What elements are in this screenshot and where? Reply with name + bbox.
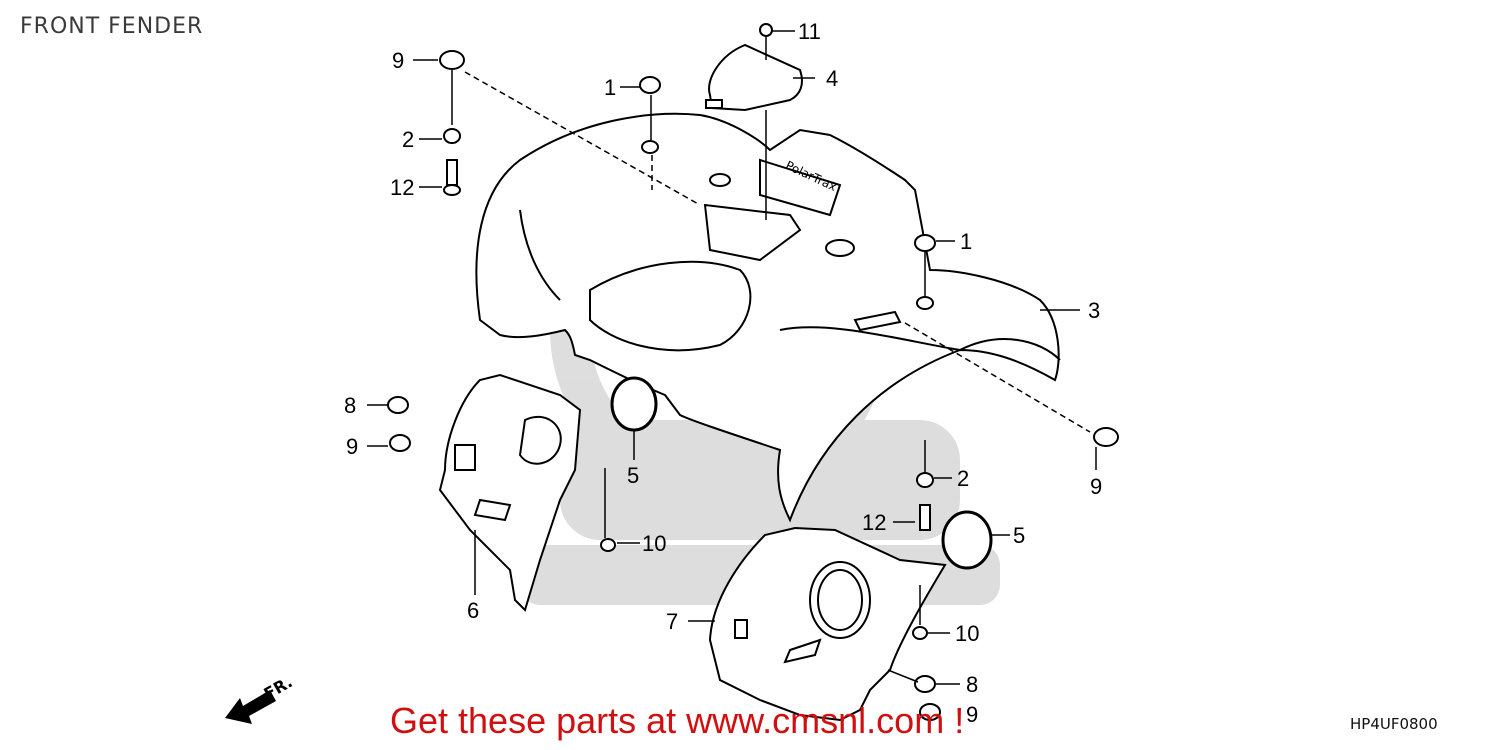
callout-1: 1 (960, 229, 972, 254)
callout-9: 9 (392, 48, 404, 73)
inner-panel-part-7 (708, 526, 947, 722)
callout-10: 10 (955, 621, 979, 646)
fender-cover-part-4 (705, 43, 803, 112)
front-direction-arrow: FR. (225, 672, 296, 724)
callout-7: 7 (666, 609, 678, 634)
assembly-lines (464, 71, 1091, 433)
callout-11: 11 (798, 19, 821, 44)
callout-12: 12 (390, 175, 414, 200)
buy-parts-link[interactable]: Get these parts at www.cmsnl.com ! (390, 700, 965, 741)
front-fender-shell (475, 112, 1061, 523)
hardware-fasteners (387, 23, 1119, 721)
callout-1: 1 (604, 75, 616, 100)
callout-8: 8 (344, 393, 356, 418)
callout-3: 3 (1088, 298, 1100, 323)
callout-4: 4 (826, 66, 838, 91)
callout-2: 2 (402, 127, 414, 152)
callout-9: 9 (966, 702, 978, 727)
diagram-title: FRONT FENDER (20, 14, 204, 39)
callout-9: 9 (1090, 474, 1102, 499)
inner-panel-part-6 (438, 373, 582, 612)
callout-2: 2 (957, 466, 969, 491)
callout-5: 5 (1013, 523, 1025, 548)
callout-10: 10 (642, 531, 666, 556)
callout-6: 6 (467, 598, 479, 623)
callout-12: 12 (862, 510, 886, 535)
callout-8: 8 (966, 672, 978, 697)
callout-9: 9 (346, 434, 358, 459)
callout-5: 5 (627, 463, 639, 488)
leader-lines (367, 30, 1097, 685)
diagram-code: HP4UF0800 (1350, 715, 1438, 733)
callout-numbers: 9 2 12 1 11 4 1 3 9 8 9 5 10 6 2 12 5 7 … (344, 19, 1102, 727)
